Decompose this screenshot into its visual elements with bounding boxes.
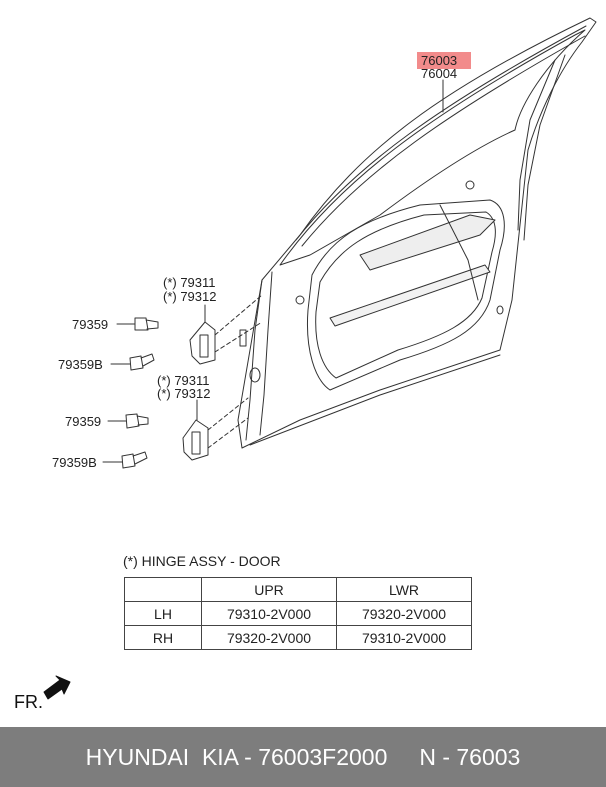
lower-bolt <box>107 413 149 429</box>
sash-channel-2 <box>301 35 586 247</box>
lower-hinge-dash <box>207 397 249 431</box>
table-row: LH 79310-2V000 79320-2V000 <box>124 601 472 626</box>
table-header-row: UPR LWR <box>124 577 472 602</box>
hinge-table: UPR LWR LH 79310-2V000 79320-2V000 RH 79… <box>124 577 472 650</box>
callout-upper-hinge-2: (*) 79312 <box>163 289 217 304</box>
lower-hinge <box>182 419 209 461</box>
callout-lower-bolt: 79359 <box>65 414 102 429</box>
panel-hole <box>249 367 261 383</box>
callout-upper-bolt: 79359 <box>72 317 109 332</box>
front-arrow-icon <box>43 675 71 700</box>
panel-hole <box>295 295 305 305</box>
callout-upper-hinge-1: (*) 79311 <box>163 275 216 290</box>
upper-hinge-dash-2 <box>214 321 263 353</box>
upper-hinge-dash <box>214 294 263 336</box>
sash-rear-pillar-2 <box>523 54 566 241</box>
panel-hole <box>496 305 504 315</box>
callout-lower-bolt-b: 79359B <box>52 455 97 470</box>
table-cell: RH <box>124 625 202 650</box>
sash-channel <box>295 25 587 241</box>
footer-banner: HYUNDAI KIA - 76003F2000 N - 76003 <box>0 727 606 787</box>
table-cell: LH <box>124 601 202 626</box>
callout-lower-hinge-2: (*) 79312 <box>157 386 211 401</box>
table-header-cell <box>124 577 202 602</box>
upper-bolt <box>116 317 159 331</box>
front-indicator: FR. <box>14 692 43 712</box>
door-sash-inner <box>279 29 586 266</box>
callout-upper-bolt-b: 79359B <box>58 357 103 372</box>
hinge-pillar <box>245 279 263 441</box>
door-assembly-drawing <box>43 17 597 700</box>
panel-slot <box>239 329 247 347</box>
upper-hinge-knuckle <box>199 334 209 358</box>
sash-rear-pillar <box>517 59 556 231</box>
lower-hinge-knuckle <box>191 431 201 455</box>
panel-hole <box>465 180 475 190</box>
table-header-cell: LWR <box>336 577 472 602</box>
regulator-rail <box>439 204 479 301</box>
door-frame-outline <box>237 17 597 449</box>
hinge-pillar-2 <box>259 271 273 436</box>
table-row: RH 79320-2V000 79310-2V000 <box>124 625 472 650</box>
door-bottom-edge <box>249 354 501 446</box>
table-caption: (*) HINGE ASSY - DOOR <box>123 553 281 569</box>
lower-bolt-b <box>102 451 148 469</box>
table-header-cell: UPR <box>201 577 337 602</box>
window-regulator <box>359 214 496 271</box>
highlight-box <box>417 52 471 69</box>
inner-panel-opening <box>306 199 505 391</box>
callout-lower-hinge-1: (*) 79311 <box>157 373 210 388</box>
table-cell: 79320-2V000 <box>336 601 472 626</box>
upper-hinge <box>189 321 216 365</box>
table-cell: 79320-2V000 <box>201 625 337 650</box>
lower-hinge-dash-2 <box>207 417 249 449</box>
table-cell: 79310-2V000 <box>336 625 472 650</box>
callout-76004: 76004 <box>421 66 458 81</box>
inner-panel-opening-2 <box>315 211 496 379</box>
callout-76003: 76003 <box>421 53 458 68</box>
impact-beam <box>329 264 491 327</box>
table-cell: 79310-2V000 <box>201 601 337 626</box>
upper-bolt-b <box>110 353 155 371</box>
